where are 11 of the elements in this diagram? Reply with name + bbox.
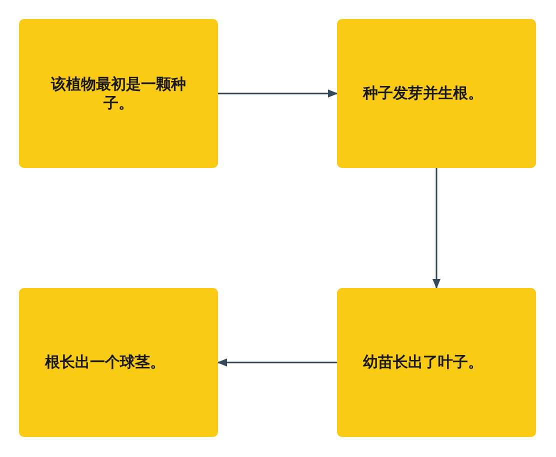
arrow <box>217 358 337 366</box>
step-text: 该植物最初是一颗种子。 <box>50 74 187 112</box>
process-box <box>337 288 536 437</box>
process-box <box>19 288 218 437</box>
step-text: 根长出一个球茎。 <box>45 353 165 372</box>
process-box <box>19 19 218 168</box>
process-box <box>337 19 536 168</box>
step-text: 幼苗长出了叶子。 <box>363 353 483 372</box>
arrow <box>432 168 440 289</box>
arrow <box>218 90 338 98</box>
step-text: 种子发芽并生根。 <box>363 84 483 103</box>
